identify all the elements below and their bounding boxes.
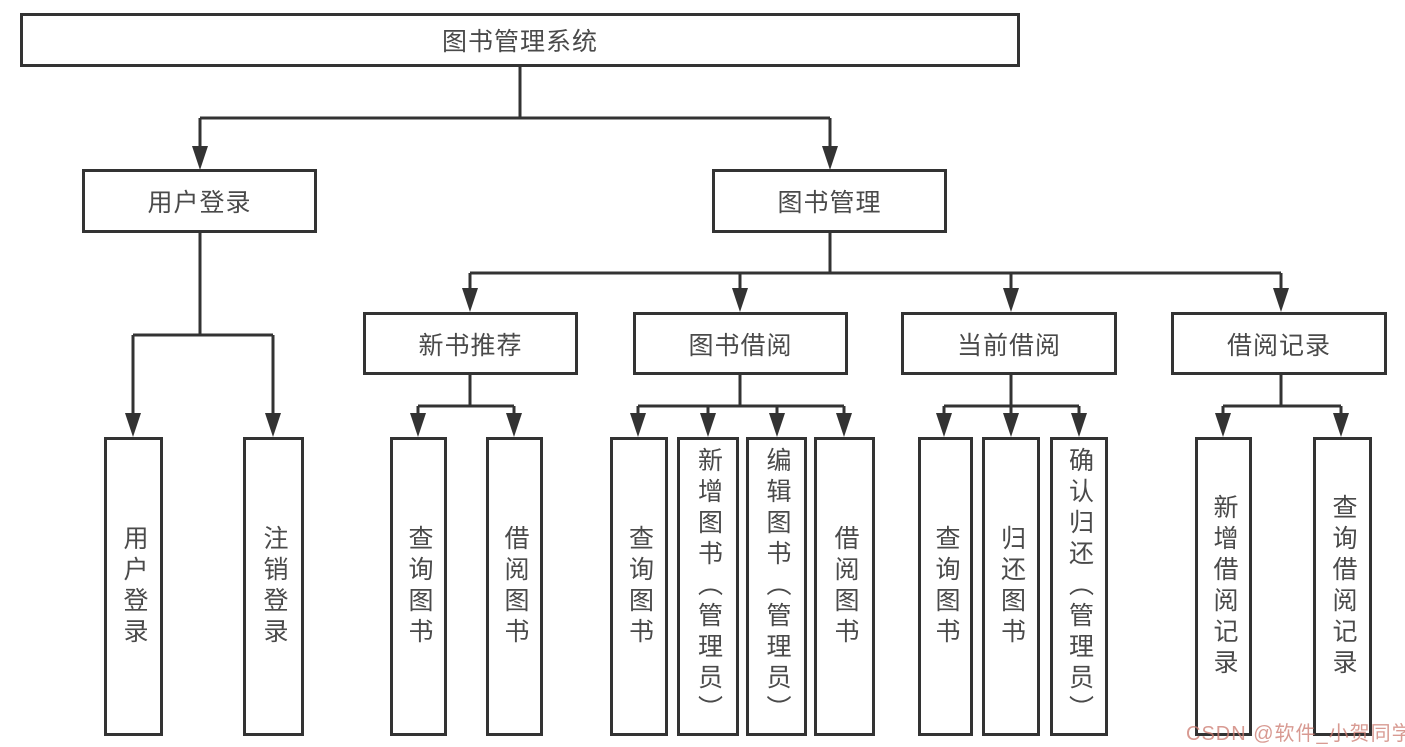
- arrow-down-icon: [265, 413, 281, 437]
- node-user-login: 用户登录: [82, 169, 317, 233]
- node-borrow-records: 借阅记录: [1171, 312, 1387, 375]
- node-book-borrowing-label: 图书借阅: [688, 331, 793, 360]
- arrow-down-icon: [822, 146, 838, 170]
- leaf-return-books: 归还图书: [982, 437, 1040, 736]
- node-new-book-recommend: 新书推荐: [363, 312, 578, 375]
- leaf-add-book-admin: 新增图书（管理员）: [677, 437, 739, 736]
- node-current-borrowing-label: 当前借阅: [956, 331, 1061, 360]
- node-root: 图书管理系统: [20, 13, 1020, 67]
- leaf-return-books-label: 归还图书: [997, 524, 1026, 649]
- node-user-login-label: 用户登录: [147, 189, 252, 217]
- leaf-query-books-3-label: 查询图书: [932, 524, 960, 649]
- leaf-user-login-label: 用户登录: [120, 524, 148, 649]
- leaf-borrow-books-2: 借阅图书: [814, 437, 875, 736]
- leaf-logout-label: 注销登录: [260, 524, 288, 649]
- arrow-down-icon: [125, 413, 141, 437]
- node-book-management: 图书管理: [712, 169, 947, 233]
- leaf-add-borrow-record: 新增借阅记录: [1195, 437, 1252, 736]
- csdn-watermark: CSDN @软件_小贺同学: [1186, 723, 1405, 745]
- node-root-label: 图书管理系统: [441, 28, 598, 56]
- leaf-edit-book-admin-label: 编辑图书（管理员）: [763, 447, 791, 726]
- arrow-down-icon: [700, 413, 716, 437]
- leaf-query-borrow-record: 查询借阅记录: [1313, 437, 1372, 736]
- node-new-book-recommend-label: 新书推荐: [418, 331, 523, 360]
- arrow-down-icon: [936, 413, 952, 437]
- arrow-down-icon: [506, 413, 522, 437]
- arrow-down-icon: [732, 288, 748, 312]
- arrow-down-icon: [1003, 288, 1019, 312]
- arrow-down-icon: [1215, 413, 1231, 437]
- leaf-query-books-2: 查询图书: [610, 437, 668, 736]
- leaf-query-books-1: 查询图书: [390, 437, 447, 736]
- leaf-logout: 注销登录: [243, 437, 304, 736]
- arrow-down-icon: [836, 413, 852, 437]
- arrow-down-icon: [1071, 413, 1087, 437]
- leaf-confirm-return-admin-label: 确认归还（管理员）: [1065, 447, 1094, 726]
- leaf-borrow-books-1: 借阅图书: [486, 437, 543, 736]
- leaf-user-login: 用户登录: [104, 437, 163, 736]
- node-book-management-label: 图书管理: [777, 189, 882, 217]
- arrow-down-icon: [630, 413, 646, 437]
- leaf-query-borrow-record-label: 查询借阅记录: [1329, 493, 1357, 680]
- node-borrow-records-label: 借阅记录: [1226, 331, 1331, 360]
- leaf-confirm-return-admin: 确认归还（管理员）: [1050, 437, 1108, 736]
- leaf-add-borrow-record-label: 新增借阅记录: [1210, 493, 1238, 680]
- arrow-down-icon: [410, 413, 426, 437]
- arrow-down-icon: [1333, 413, 1349, 437]
- arrow-down-icon: [192, 146, 208, 170]
- node-current-borrowing: 当前借阅: [901, 312, 1117, 375]
- leaf-borrow-books-1-label: 借阅图书: [501, 524, 529, 649]
- arrow-down-icon: [1003, 413, 1019, 437]
- node-book-borrowing: 图书借阅: [633, 312, 848, 375]
- arrow-down-icon: [1273, 288, 1289, 312]
- arrowheads: [125, 146, 1349, 437]
- leaf-edit-book-admin: 编辑图书（管理员）: [746, 437, 807, 736]
- leaf-borrow-books-2-label: 借阅图书: [831, 524, 859, 649]
- arrow-down-icon: [462, 288, 478, 312]
- leaf-query-books-1-label: 查询图书: [405, 524, 433, 649]
- leaf-query-books-3: 查询图书: [918, 437, 973, 736]
- leaf-add-book-admin-label: 新增图书（管理员）: [694, 447, 723, 726]
- arrow-down-icon: [769, 413, 785, 437]
- leaf-query-books-2-label: 查询图书: [625, 524, 654, 649]
